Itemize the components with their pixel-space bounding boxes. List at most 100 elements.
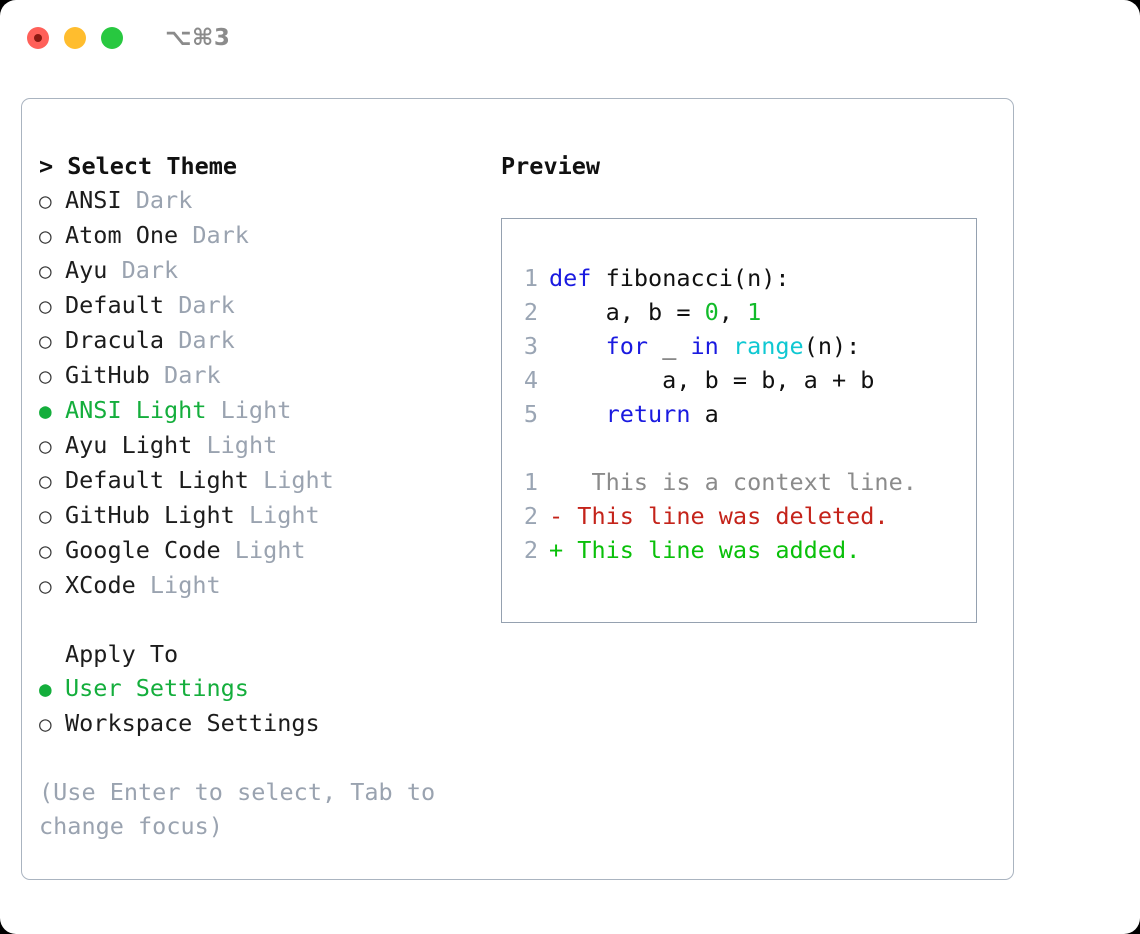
theme-option-atom-one[interactable]: ○Atom One Dark [39, 218, 489, 253]
line-number: 1 [523, 264, 538, 292]
close-button[interactable] [27, 27, 49, 49]
line-number: 4 [523, 366, 538, 394]
apply-to-option-user-settings[interactable]: ●User Settings [39, 671, 489, 706]
theme-option-spacer [192, 428, 206, 462]
code-token-plain: a, b = b, a + b [549, 366, 875, 394]
code-token-plain [719, 332, 733, 360]
radio-unselected-icon: ○ [39, 574, 52, 598]
title-bar: ⌥⌘3 [0, 0, 1140, 76]
theme-option-name: Default [65, 291, 165, 319]
code-line-text: for _ in range(n): [549, 329, 861, 363]
theme-option-kind: Light [248, 501, 320, 529]
theme-option-name: Ayu Light [65, 431, 193, 459]
theme-option-kind: Dark [135, 186, 193, 214]
theme-option-name: Atom One [65, 221, 179, 249]
section-gap [39, 603, 489, 637]
theme-option-ayu-light[interactable]: ○Ayu Light Light [39, 428, 489, 463]
theme-option-spacer [221, 533, 235, 567]
theme-option-dracula[interactable]: ○ Dracula Dark [39, 323, 489, 358]
theme-option-kind: Light [234, 536, 306, 564]
code-token-kw: in [690, 332, 719, 360]
code-diff-gap [502, 431, 976, 465]
theme-option-name: Google Code [65, 536, 221, 564]
code-token-fn: range [732, 332, 804, 360]
code-line: 2 a, b = 0, 1 [502, 295, 976, 329]
apply-to-header: Apply To [65, 640, 179, 668]
theme-option-spacer [107, 253, 121, 287]
diff-marker: + [549, 536, 564, 564]
code-token-num: 0 [704, 298, 719, 326]
theme-option-kind: Dark [121, 256, 179, 284]
code-line: 4 a, b = b, a + b [502, 363, 976, 397]
code-token-plain [549, 400, 606, 428]
theme-option-name: Default Light [65, 466, 249, 494]
theme-option-ansi-light[interactable]: ●ANSI Light Light [39, 393, 489, 428]
code-line-text: def fibonacci(n): [549, 261, 790, 295]
traffic-light-buttons [27, 27, 123, 49]
radio-unselected-icon: ○ [39, 329, 52, 353]
theme-option-spacer [235, 498, 249, 532]
select-theme-header: > Select Theme [39, 152, 238, 180]
diff-sample: 1 This is a context line. 2- This line wa… [502, 465, 976, 567]
diff-line-text: This line was added. [563, 536, 861, 564]
code-line-text: a, b = 0, 1 [549, 295, 762, 329]
theme-option-spacer [150, 358, 164, 392]
code-line-text: return a [549, 397, 719, 431]
radio-unselected-icon: ○ [39, 259, 52, 283]
radio-unselected-icon: ○ [39, 224, 52, 248]
code-token-plain: a [690, 400, 719, 428]
theme-option-ansi[interactable]: ○ANSI Dark [39, 183, 489, 218]
line-number: 5 [523, 400, 538, 428]
code-line: 3 for _ in range(n): [502, 329, 976, 363]
theme-option-github-light[interactable]: ○GitHub Light Light [39, 498, 489, 533]
keyboard-shortcut-label: ⌥⌘3 [165, 25, 231, 51]
theme-option-name: ANSI [65, 186, 122, 214]
diff-line-ctx: 1 This is a context line. [502, 465, 976, 499]
code-token-plain: (n): [803, 332, 861, 360]
apply-to-option-name: User Settings [65, 674, 249, 702]
line-number: 2 [523, 536, 538, 564]
code-token-kw: def [549, 264, 592, 292]
theme-option-kind: Dark [178, 326, 235, 354]
code-token-kw: for [605, 332, 649, 360]
apply-to-option-workspace-settings[interactable]: ○Workspace Settings [39, 706, 489, 741]
theme-option-kind: Dark [178, 291, 235, 319]
line-number: 2 [523, 502, 538, 530]
code-line: 1 def fibonacci(n): [502, 261, 976, 295]
radio-unselected-icon: ○ [39, 294, 52, 318]
theme-option-spacer [164, 323, 178, 357]
diff-line-add: 2 + This line was added. [502, 533, 976, 567]
theme-option-kind: Dark [164, 361, 221, 389]
keyboard-hint-text: (Use Enter to select, Tab to change focu… [39, 778, 436, 840]
line-number: 1 [523, 468, 538, 496]
diff-line-text: This is a context line. [563, 468, 917, 496]
theme-option-name: XCode [65, 571, 136, 599]
theme-option-default-light[interactable]: ○Default Light Light [39, 463, 489, 498]
theme-option-spacer [122, 183, 136, 217]
theme-option-github[interactable]: ○ GitHub Dark [39, 358, 489, 393]
theme-option-kind: Light [220, 396, 292, 424]
code-token-plain [549, 332, 606, 360]
theme-option-xcode[interactable]: ○ XCode Light [39, 568, 489, 603]
apply-to-option-name: Workspace Settings [65, 709, 320, 737]
theme-option-name: GitHub [65, 361, 150, 389]
diff-marker: - [549, 502, 564, 530]
theme-option-kind: Light [263, 466, 334, 494]
minimize-button[interactable] [64, 27, 86, 49]
apply-to-option-list: ●User Settings○Workspace Settings [39, 671, 489, 741]
theme-option-name: Ayu [65, 256, 108, 284]
code-line-text: a, b = b, a + b [549, 363, 874, 397]
radio-unselected-icon: ○ [39, 364, 52, 388]
theme-option-google-code[interactable]: ○Google Code Light [39, 533, 489, 568]
theme-option-name: Dracula [65, 326, 165, 354]
theme-option-ayu[interactable]: ○ Ayu Dark [39, 253, 489, 288]
maximize-button[interactable] [101, 27, 123, 49]
theme-option-kind: Light [206, 431, 278, 459]
theme-option-kind: Light [149, 571, 221, 599]
theme-option-spacer [178, 218, 192, 252]
radio-selected-icon: ● [39, 399, 52, 423]
theme-option-default[interactable]: ○ Default Dark [39, 288, 489, 323]
theme-option-spacer [164, 288, 178, 322]
